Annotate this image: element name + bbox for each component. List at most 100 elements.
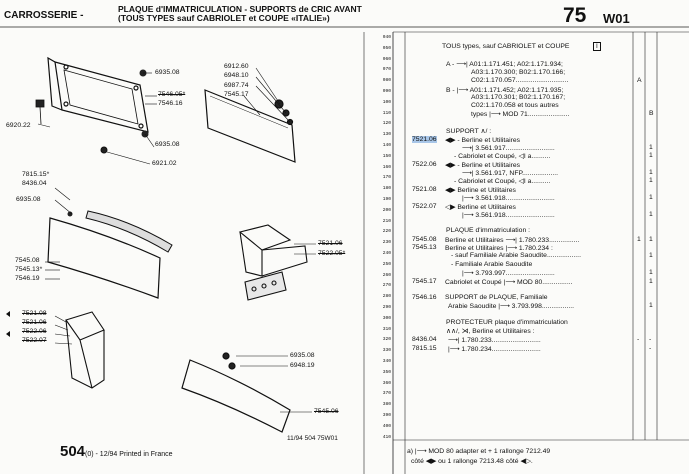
line-number: 360 (382, 380, 391, 386)
part-ref-7521-06[interactable]: 7521.06 (412, 136, 437, 143)
footer-page-number: 504 (60, 443, 86, 460)
line-number: 340 (382, 359, 391, 364)
entry-variant-a: A (637, 77, 642, 84)
entry-desc: Cabriolet et Coupé |⟶ MOD 80............… (445, 279, 573, 286)
callout-7545-06: 7545.06 (314, 408, 339, 415)
page-title: PLAQUE d'IMMATRICULATION - SUPPORTS de C… (118, 5, 362, 23)
entry-qty: - (649, 336, 652, 343)
line-number: 130 (382, 132, 391, 138)
entry-desc: - Familiale Arabie Saoudite (451, 261, 533, 268)
callout-7521-06-a: 7521.06 (318, 240, 343, 247)
entry-qty: 1 (649, 269, 653, 276)
line-number: 260 (382, 272, 391, 278)
page-code: W01 (603, 11, 630, 26)
part-ref-7545-17[interactable]: 7545.17 (412, 278, 437, 285)
protector-strip (85, 210, 173, 253)
line-number: 410 (382, 434, 391, 440)
part-ref-7545-08[interactable]: 7545.08 (412, 236, 437, 243)
line-number: 210 (382, 218, 391, 224)
line-number: 080 (382, 78, 391, 84)
callout-7522-07: 7522.07 (22, 337, 47, 344)
licence-plate (47, 217, 161, 299)
line-number: 390 (382, 413, 391, 418)
entry-desc: ◁▶ Berline et Utilitaires (445, 204, 516, 211)
entry-protector-heading: PROTECTEUR plaque d'immatriculation (446, 319, 568, 326)
part-ref-7521-08[interactable]: 7521.08 (412, 186, 437, 193)
entry-qty: 1 (649, 211, 653, 218)
callout-7521-06-b: 7521.06 (22, 319, 47, 326)
line-number: 100 (382, 99, 391, 105)
line-number: 380 (382, 402, 391, 408)
line-number: 120 (382, 121, 391, 127)
line-number: 170 (382, 175, 391, 181)
entry-range-b4: types |⟶ MOD 71...................... (471, 111, 570, 118)
footnote-line-1: a) |⟶ MOD 80 adapter et + 1 rallonge 721… (407, 448, 551, 455)
line-number: 060 (382, 56, 391, 62)
line-number: 220 (382, 229, 391, 235)
cabriolet-plate (204, 89, 296, 163)
callout-7522-06: 7522.06 (22, 328, 47, 335)
entry-qty: 1 (649, 252, 653, 259)
callout-6987-74: 6987.74 (224, 82, 249, 89)
callout-7546-16: 7546.16 (158, 100, 183, 107)
entry-desc: ⟶| 1.780.233.......................... (448, 337, 541, 344)
jack-support (238, 224, 308, 301)
line-number: 400 (382, 423, 391, 429)
line-number: 310 (382, 326, 391, 332)
entry-desc: |⟶ 1.780.234.......................... (448, 346, 541, 353)
entry-qty: 1 (649, 152, 653, 159)
entry-qty: 1 (649, 302, 653, 309)
line-number: 320 (382, 337, 391, 343)
entry-protector-sub: ∧∧/, ⋊, Berline et Utilitaires : (446, 328, 535, 335)
plate-bracket-frame (47, 56, 149, 133)
callout-6935-c: 6935.08 (16, 196, 41, 203)
entry-desc: - Cabriolet et Coupé, ◁I a.......... (454, 178, 551, 185)
part-ref-7546-16[interactable]: 7546.16 (412, 294, 437, 301)
callout-7546-05: 7546.05* (158, 91, 186, 98)
entry-range-a2: A03:1.170.300; B02:1.170.166; (471, 69, 566, 76)
entry-desc: ◀▶ Berline et Utilitaires (445, 187, 516, 194)
footer-code: 11/94 504 75W01 (287, 435, 338, 442)
callout-6935-d: 6935.08 (290, 352, 315, 359)
screw-6921 (100, 146, 151, 165)
line-number: 180 (382, 186, 391, 192)
line-number: 290 (382, 305, 391, 310)
entry-desc: Arabie Saoudite |⟶ 3.793.998............… (448, 303, 574, 310)
entry-desc: ◀▶ - Berline et Utilitaires (445, 137, 521, 144)
callout-7815-15: 7815.15* (22, 171, 50, 178)
entry-qty: 1 (649, 169, 653, 176)
entry-range-a3: C02:1.170.057...........................… (471, 77, 569, 84)
line-number: 270 (382, 283, 391, 289)
bolt-6920 (35, 99, 45, 125)
part-ref-8436-04[interactable]: 8436.04 (412, 336, 437, 343)
entry-desc: - sauf Familiale Arabie Saoudite........… (451, 252, 581, 259)
part-ref-7545-13[interactable]: 7545.13 (412, 244, 437, 251)
line-number: 240 (382, 251, 391, 256)
line-number: 110 (382, 110, 391, 116)
callout-6935-b: 6935.08 (155, 141, 180, 148)
part-ref-7522-07[interactable]: 7522.07 (412, 203, 437, 210)
footer-page-suffix: (0) - 12/94 Printed in France (85, 451, 173, 458)
callout-7545-17: 7545.17 (224, 91, 249, 98)
entry-qty: 1 (649, 236, 653, 243)
title-line-1: PLAQUE d'IMMATRICULATION - SUPPORTS de C… (118, 4, 362, 14)
part-ref-7522-06[interactable]: 7522.06 (412, 161, 437, 168)
entry-desc: |⟶ 3.561.918.......................... (462, 212, 555, 219)
line-number: 300 (382, 315, 391, 321)
line-number: 350 (382, 369, 391, 375)
callout-6912-60: 6912.60 (224, 63, 249, 70)
entry-applicability: TOUS types, sauf CABRIOLET et COUPE (442, 43, 570, 50)
entry-variant-b: B (649, 110, 654, 117)
line-number: 330 (382, 348, 391, 354)
callout-6948-19: 6948.19 (290, 362, 315, 369)
part-ref-7815-15[interactable]: 7815.15 (412, 345, 437, 352)
entry-qty: - (637, 336, 640, 343)
jack-support-lower (65, 311, 105, 389)
entry-desc: |⟶ 3.561.918.......................... (462, 195, 555, 202)
entry-desc: ⟶| 3.561.917, NFP................... (462, 170, 559, 177)
line-number: 370 (382, 391, 391, 397)
title-line-2: (TOUS TYPES sauf CABRIOLET et COUPE «ITA… (118, 13, 330, 23)
footnote-line-2: côté ◀▶ ou 1 rallonge 7213.48 côté ◀▷. (411, 458, 533, 465)
line-number: 070 (382, 67, 391, 73)
